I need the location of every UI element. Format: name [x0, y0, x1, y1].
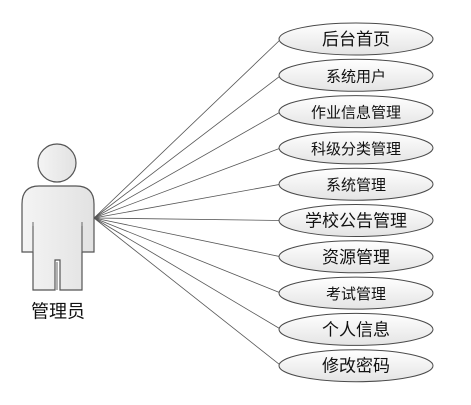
association-line [93, 38, 282, 219]
use-case-label: 科级分类管理 [311, 140, 401, 158]
use-case-ellipse [278, 167, 434, 201]
use-case: 系统管理 [278, 167, 434, 201]
use-case: 后台首页 [278, 22, 434, 56]
use-case-ellipse [278, 131, 434, 165]
use-cases: 后台首页系统用户作业信息管理科级分类管理系统管理学校公告管理资源管理考试管理个人… [278, 22, 434, 383]
use-case: 科级分类管理 [278, 131, 434, 165]
use-case-ellipse [278, 312, 434, 346]
use-case: 考试管理 [278, 276, 434, 310]
use-case-label: 考试管理 [326, 285, 386, 303]
use-case: 学校公告管理 [278, 204, 434, 237]
actor-label: 管理员 [31, 302, 85, 323]
use-case-label: 系统管理 [326, 176, 386, 194]
use-case-label: 系统用户 [326, 67, 386, 85]
use-case-ellipse [278, 276, 434, 310]
use-case-ellipse [278, 95, 434, 129]
use-case-ellipse [278, 240, 434, 274]
use-case: 个人信息 [278, 312, 434, 346]
association-line [93, 217, 282, 330]
association-line [93, 217, 282, 294]
association-line [93, 217, 282, 258]
association-line [93, 217, 282, 367]
association-line [93, 183, 282, 219]
use-case: 修改密码 [278, 349, 434, 383]
use-case: 作业信息管理 [278, 95, 434, 129]
actor-figure [21, 185, 95, 291]
use-case: 系统用户 [278, 58, 434, 92]
use-case-ellipse [278, 204, 434, 237]
use-case-label: 学校公告管理 [305, 212, 407, 232]
use-case-ellipse [278, 349, 434, 383]
use-case-ellipse [278, 58, 434, 92]
association-line [93, 111, 282, 219]
association-line [93, 147, 282, 219]
use-case: 资源管理 [278, 240, 434, 274]
use-case-label: 个人信息 [322, 320, 390, 340]
association-line [93, 217, 282, 221]
use-case-label: 后台首页 [322, 30, 390, 50]
use-case-ellipse [278, 22, 434, 56]
association-line [93, 74, 282, 219]
actor-administrator: 管理员 [21, 143, 95, 323]
use-case-label: 修改密码 [322, 357, 390, 377]
use-case-label: 资源管理 [322, 248, 390, 268]
association-lines [93, 38, 282, 367]
use-case-label: 作业信息管理 [311, 104, 401, 122]
actor-head [37, 143, 77, 183]
